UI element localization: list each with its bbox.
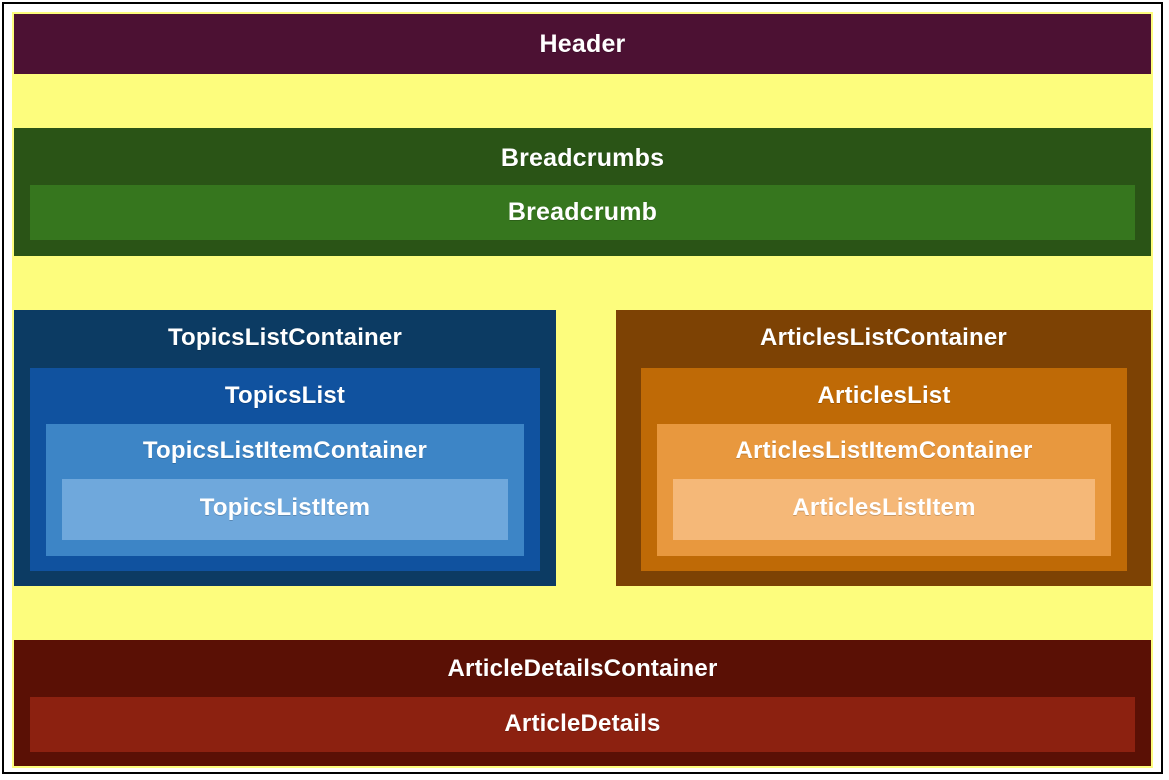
node-breadcrumb[interactable]: Breadcrumb: [30, 185, 1135, 240]
node-articles-list-item-container[interactable]: ArticlesListItemContainer ArticlesListIt…: [657, 424, 1111, 556]
node-breadcrumb-label: Breadcrumb: [507, 198, 658, 226]
node-topics-list-label: TopicsList: [224, 382, 346, 409]
node-topics-list-item-container-label: TopicsListItemContainer: [142, 437, 428, 464]
node-articles-list-item[interactable]: ArticlesListItem: [673, 479, 1095, 540]
node-breadcrumbs[interactable]: Breadcrumbs Breadcrumb: [14, 128, 1151, 256]
node-articles-list-label: ArticlesList: [817, 382, 951, 409]
node-articles-list-container-label: ArticlesListContainer: [760, 324, 1007, 351]
node-topics-list-container[interactable]: TopicsListContainer TopicsList TopicsLis…: [14, 310, 556, 586]
node-topics-list-container-label: TopicsListContainer: [167, 324, 403, 351]
node-articles-list[interactable]: ArticlesList ArticlesListItemContainer A…: [641, 368, 1127, 571]
node-topics-list-item-container[interactable]: TopicsListItemContainer TopicsListItem: [46, 424, 524, 556]
node-article-details-container-label: ArticleDetailsContainer: [447, 655, 718, 682]
node-article-details-label: ArticleDetails: [504, 710, 661, 737]
node-header[interactable]: Header: [14, 14, 1151, 74]
node-articles-list-container[interactable]: ArticlesListContainer ArticlesList Artic…: [616, 310, 1151, 586]
node-breadcrumbs-label: Breadcrumbs: [500, 144, 665, 172]
diagram-canvas: Header Breadcrumbs Breadcrumb TopicsList…: [12, 12, 1153, 768]
node-article-details-container[interactable]: ArticleDetailsContainer ArticleDetails: [14, 640, 1151, 766]
node-topics-list-item-label: TopicsListItem: [199, 494, 371, 521]
node-topics-list[interactable]: TopicsList TopicsListItemContainer Topic…: [30, 368, 540, 571]
node-articles-list-item-label: ArticlesListItem: [792, 494, 976, 521]
node-header-label: Header: [539, 30, 626, 58]
node-article-details[interactable]: ArticleDetails: [30, 697, 1135, 752]
node-articles-list-item-container-label: ArticlesListItemContainer: [735, 437, 1033, 464]
node-topics-list-item[interactable]: TopicsListItem: [62, 479, 508, 540]
